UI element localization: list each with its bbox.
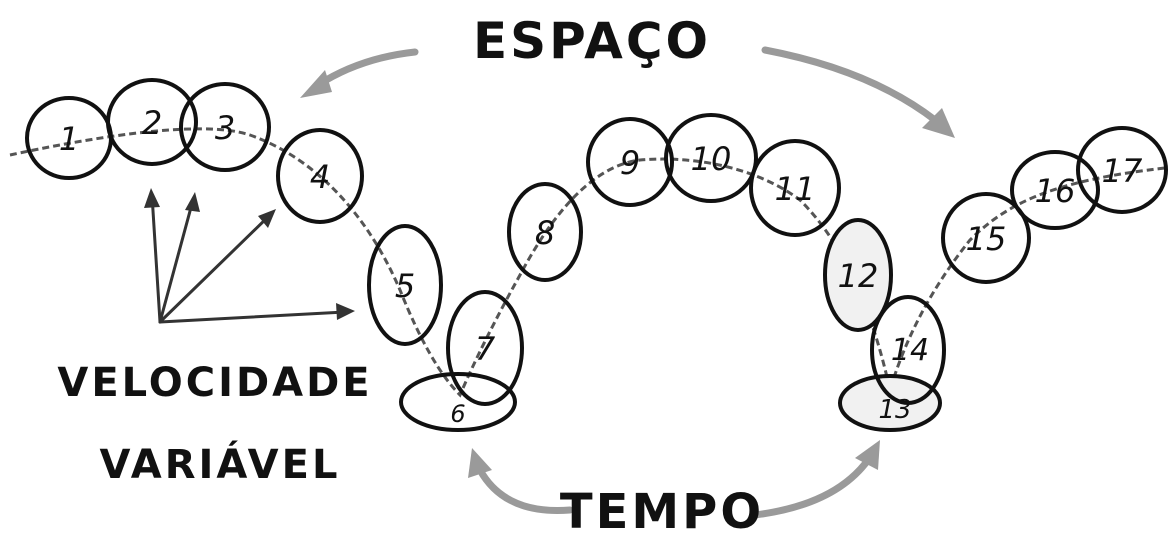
ball-15: 15 bbox=[941, 192, 1031, 284]
ball-5: 5 bbox=[367, 224, 443, 346]
ball-number: 15 bbox=[966, 220, 1007, 258]
space-arrow-right bbox=[761, 46, 939, 124]
speed-label-line2: VARIÁVEL bbox=[100, 440, 341, 488]
ball-number: 8 bbox=[535, 214, 555, 252]
arrow-head-icon bbox=[336, 303, 355, 320]
space-arrow-left bbox=[314, 48, 419, 89]
ball-number: 4 bbox=[310, 158, 330, 196]
arrow-head-icon bbox=[922, 108, 955, 138]
ball-6: 6 bbox=[399, 372, 517, 432]
ball-16: 16 bbox=[1010, 150, 1100, 230]
ball-13: 13 bbox=[838, 374, 942, 432]
speed-label-line1: VELOCIDADE bbox=[57, 360, 372, 406]
ball-7: 7 bbox=[446, 290, 524, 406]
ball-number: 7 bbox=[475, 330, 496, 368]
ball-number: 12 bbox=[838, 257, 879, 295]
ball-12: 12 bbox=[823, 218, 893, 332]
ball-number: 17 bbox=[1102, 152, 1143, 190]
ball-2: 2 bbox=[106, 78, 198, 166]
arrow-head-icon bbox=[855, 440, 880, 470]
arrow-head-icon bbox=[258, 209, 276, 228]
ball-9: 9 bbox=[586, 117, 674, 207]
ball-17: 17 bbox=[1076, 126, 1168, 214]
ball-number: 16 bbox=[1035, 172, 1076, 210]
arrow-head-icon bbox=[468, 448, 492, 478]
ball-3: 3 bbox=[179, 82, 271, 172]
ball-number: 11 bbox=[775, 170, 816, 208]
ball-11: 11 bbox=[749, 139, 841, 237]
time-label: TEMPO bbox=[560, 484, 764, 538]
ball-number: 5 bbox=[395, 267, 415, 305]
time-arrow-right bbox=[751, 456, 872, 519]
vector-diagonal-2 bbox=[158, 213, 272, 324]
arrow-head-icon bbox=[300, 70, 332, 98]
ball-14: 14 bbox=[870, 295, 946, 405]
ball-number: 14 bbox=[891, 333, 929, 368]
vector-right bbox=[158, 310, 347, 324]
ball-number: 9 bbox=[620, 144, 640, 182]
space-arrows bbox=[300, 46, 955, 138]
vector-diagonal-1 bbox=[158, 198, 195, 324]
ball-number: 2 bbox=[142, 104, 162, 142]
vector-up bbox=[150, 193, 162, 324]
ball-number: 3 bbox=[215, 109, 235, 147]
space-label: ESPAÇO bbox=[473, 12, 711, 70]
ball-number: 1 bbox=[59, 120, 79, 158]
ball-10: 10 bbox=[664, 113, 758, 203]
velocity-vectors bbox=[144, 188, 355, 324]
ball-number: 6 bbox=[450, 400, 465, 428]
time-arrow-left bbox=[476, 466, 574, 514]
ball-4: 4 bbox=[276, 128, 364, 224]
time-arrows bbox=[468, 440, 880, 519]
arrow-head-icon bbox=[185, 192, 200, 212]
ball-number: 10 bbox=[691, 140, 732, 178]
ball-8: 8 bbox=[507, 182, 583, 282]
arrow-head-icon bbox=[144, 188, 160, 208]
